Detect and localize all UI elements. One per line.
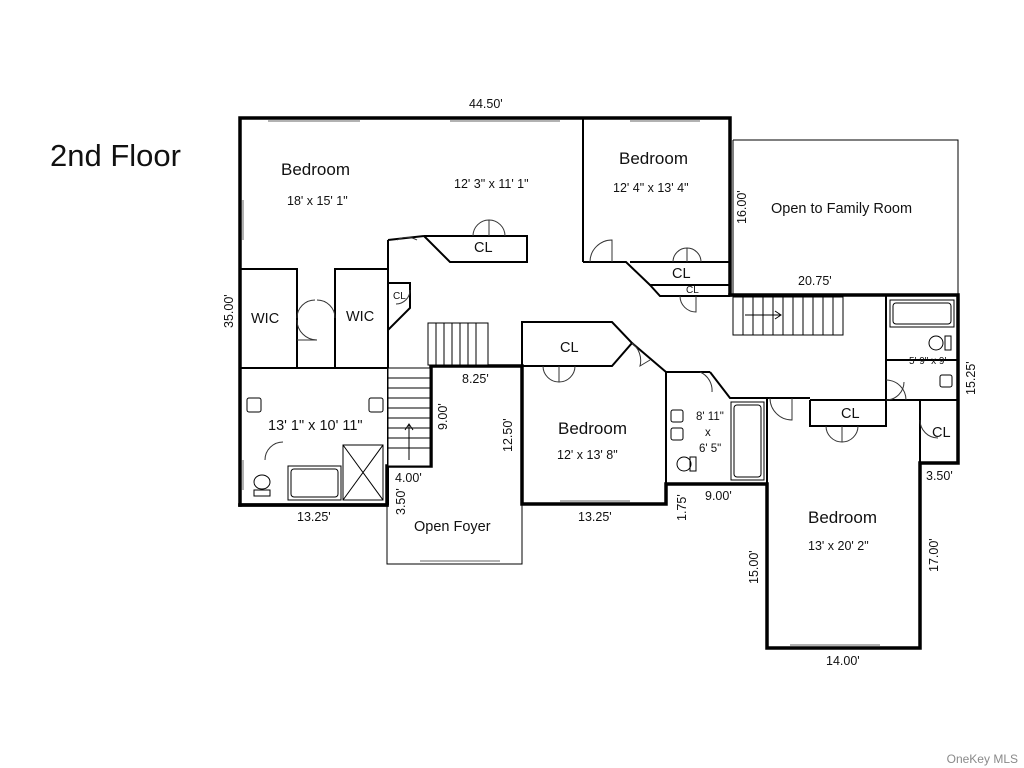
dim-stair-height: 9.00' bbox=[436, 403, 450, 430]
dim-bedroom-4-step-width: 3.50' bbox=[926, 469, 953, 483]
exterior-walls bbox=[238, 116, 960, 650]
wic-1-label: WIC bbox=[251, 311, 279, 327]
dim-left-height: 35.00' bbox=[222, 294, 236, 328]
bedroom-1-alcove-size: 12' 3" x 11' 1" bbox=[454, 177, 529, 191]
sink-icon bbox=[368, 397, 384, 413]
bath-2-size: 5' 9" x 9' bbox=[909, 356, 946, 367]
hall-bath-size-x: x bbox=[705, 427, 711, 439]
bedroom-1-size: 18' x 15' 1" bbox=[287, 194, 348, 208]
dim-foyer-height: 12.50' bbox=[501, 418, 515, 452]
dim-foyer-step-height: 3.50' bbox=[394, 488, 408, 515]
dim-foyer-step-width: 4.00' bbox=[395, 471, 422, 485]
hall-bath-size-line1: 8' 11" bbox=[696, 411, 724, 423]
stairs-family bbox=[732, 296, 844, 336]
door-swings bbox=[264, 219, 939, 461]
closet-bedroom-1: CL bbox=[474, 240, 493, 256]
closet-small-hall: CL bbox=[393, 291, 406, 302]
sink-icon bbox=[246, 397, 262, 413]
closet-bedroom-4-corner: CL bbox=[932, 425, 951, 441]
watermark: OneKey MLS bbox=[946, 752, 1018, 766]
sink-icon bbox=[670, 409, 684, 423]
hall-bath-size-line2: 6' 5" bbox=[699, 443, 721, 455]
sink-icon bbox=[670, 427, 684, 441]
fixtures-bath-2 bbox=[889, 299, 955, 388]
stairs-main bbox=[427, 322, 489, 366]
toilet-icon bbox=[928, 335, 944, 351]
dim-top-width: 44.50' bbox=[469, 97, 503, 111]
toilet-icon bbox=[676, 456, 692, 472]
toilet-icon bbox=[253, 474, 271, 490]
dim-bedroom-4-bottom: 14.00' bbox=[826, 654, 860, 668]
dim-family-room-width: 20.75' bbox=[798, 274, 832, 288]
fixtures-master-bath bbox=[246, 397, 384, 501]
open-foyer-label: Open Foyer bbox=[414, 519, 491, 535]
dim-family-room-height: 16.00' bbox=[735, 190, 749, 224]
bedroom-4-size: 13' x 20' 2" bbox=[808, 539, 869, 553]
wic-2-label: WIC bbox=[346, 309, 374, 325]
bedroom-4-name: Bedroom bbox=[808, 508, 877, 527]
bedroom-3-name: Bedroom bbox=[558, 419, 627, 438]
stairs-foyer bbox=[387, 367, 431, 467]
closet-bedroom-3: CL bbox=[560, 340, 579, 356]
bedroom-1-name: Bedroom bbox=[281, 160, 350, 179]
family-room-label: Open to Family Room bbox=[771, 201, 912, 217]
shower-icon bbox=[342, 444, 384, 501]
fixtures-hall-bath bbox=[670, 401, 765, 481]
bathtub-icon bbox=[730, 401, 765, 481]
bathtub-icon bbox=[889, 299, 955, 328]
dim-bedroom-4-right-height: 17.00' bbox=[927, 538, 941, 572]
sink-icon bbox=[939, 374, 953, 388]
dim-hall-step-width: 9.00' bbox=[705, 489, 732, 503]
dim-bedroom-3-bottom: 13.25' bbox=[578, 510, 612, 524]
closet-bedroom-2: CL bbox=[672, 266, 691, 282]
master-bath-size: 13' 1" x 10' 11" bbox=[268, 418, 363, 434]
dim-master-bath-bottom: 13.25' bbox=[297, 510, 331, 524]
open-foyer-outline bbox=[386, 504, 523, 565]
dim-hall-step-height: 1.75' bbox=[675, 494, 689, 521]
closet-bedroom-4: CL bbox=[841, 406, 860, 422]
bedroom-2-name: Bedroom bbox=[619, 149, 688, 168]
bedroom-2-size: 12' 4" x 13' 4" bbox=[613, 181, 689, 195]
windows bbox=[242, 120, 880, 646]
bathtub-icon bbox=[287, 465, 342, 501]
dim-bedroom-4-left-height: 15.00' bbox=[747, 550, 761, 584]
floor-title: 2nd Floor bbox=[50, 138, 181, 173]
closet-bedroom-2-small: CL bbox=[686, 285, 699, 296]
bedroom-3-size: 12' x 13' 8" bbox=[557, 448, 618, 462]
family-room-outline bbox=[732, 139, 959, 295]
dim-stair-width: 8.25' bbox=[462, 372, 489, 386]
dim-bath-right-height: 15.25' bbox=[964, 361, 978, 395]
